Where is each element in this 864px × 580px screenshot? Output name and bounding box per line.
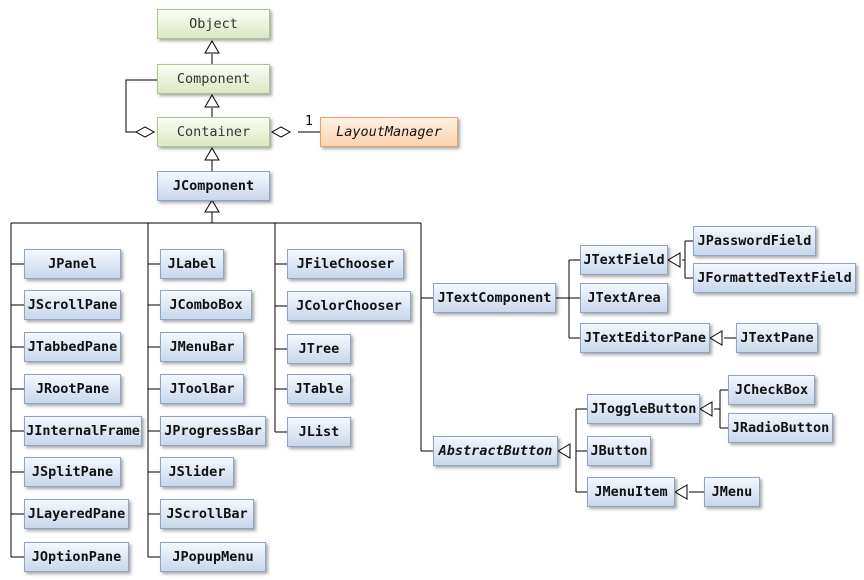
class-jtogglebutton: JToggleButton xyxy=(587,394,700,424)
class-jslider: JSlider xyxy=(160,457,234,487)
class-jradiobutton: JRadioButton xyxy=(728,413,833,443)
class-jtoolbar: JToolBar xyxy=(160,374,244,404)
class-object: Object xyxy=(157,9,270,39)
class-jmenuitem: JMenuItem xyxy=(587,477,675,507)
class-jtabbedpane: JTabbedPane xyxy=(24,332,121,362)
class-jbutton: JButton xyxy=(587,436,651,466)
class-jinternalframe: JInternalFrame xyxy=(24,416,142,446)
multiplicity-label: 1 xyxy=(305,114,313,129)
class-jcombobox: JComboBox xyxy=(160,290,252,320)
class-jlabel: JLabel xyxy=(160,249,224,279)
class-jcheckbox: JCheckBox xyxy=(728,375,815,405)
class-joptionpane: JOptionPane xyxy=(24,542,129,572)
class-jscrollbar: JScrollBar xyxy=(160,499,254,529)
class-jlist: JList xyxy=(287,417,351,447)
class-jmenu: JMenu xyxy=(704,477,760,507)
class-jsplitpane: JSplitPane xyxy=(24,457,121,487)
class-jscrollpane: JScrollPane xyxy=(24,290,121,320)
interface-layout-manager: LayoutManager xyxy=(320,117,458,147)
class-jcomponent: JComponent xyxy=(157,171,270,201)
class-jpanel: JPanel xyxy=(24,249,121,279)
class-jpasswordfield: JPasswordField xyxy=(693,226,816,256)
class-jtextarea: JTextArea xyxy=(580,283,668,313)
class-jtexteditorpane: JTextEditorPane xyxy=(580,323,710,353)
class-jfilechooser: JFileChooser xyxy=(287,249,404,279)
class-component: Component xyxy=(157,64,270,94)
class-jtextpane: JTextPane xyxy=(736,323,818,353)
class-container: Container xyxy=(157,117,270,147)
class-jlayeredpane: JLayeredPane xyxy=(24,499,129,529)
class-jtextcomponent: JTextComponent xyxy=(433,283,556,313)
class-jformattedtextfield: JFormattedTextField xyxy=(693,263,856,293)
class-jpopupmenu: JPopupMenu xyxy=(160,542,266,572)
class-jprogressbar: JProgressBar xyxy=(160,416,266,446)
class-jtextfield: JTextField xyxy=(580,245,668,275)
class-jtable: JTable xyxy=(287,374,351,404)
class-abstractbutton: AbstractButton xyxy=(433,436,558,466)
class-jmenubar: JMenuBar xyxy=(160,332,244,362)
class-jrootpane: JRootPane xyxy=(24,374,121,404)
class-jcolorchooser: JColorChooser xyxy=(287,291,411,321)
class-jtree: JTree xyxy=(287,334,351,364)
